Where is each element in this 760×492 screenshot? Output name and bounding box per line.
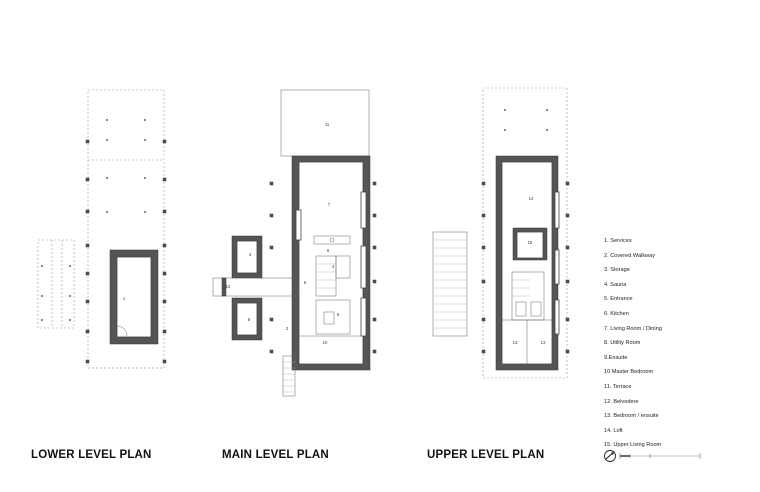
scale-bar bbox=[619, 453, 701, 459]
services-core bbox=[109, 249, 159, 345]
room-number: 4 bbox=[332, 264, 335, 269]
legend-item: 6. Kitchen bbox=[604, 310, 629, 317]
main-level-plan-title: MAIN LEVEL PLAN bbox=[222, 449, 329, 461]
legend-item: 11. Terrace bbox=[604, 383, 632, 390]
north-arrow-icon bbox=[604, 450, 616, 462]
legend-item: 2. Covered Walkway bbox=[604, 252, 656, 259]
main-level-plan: 11 7 6 4 3 5 2 8 9 10 12 bbox=[212, 89, 377, 397]
room-number: 7 bbox=[328, 202, 331, 207]
legend-item: 5. Entrance bbox=[604, 296, 633, 303]
room-number: 12 bbox=[226, 284, 231, 289]
legend-item: 7. Living Room / Dining bbox=[604, 325, 662, 332]
room-number: 9 bbox=[337, 312, 340, 317]
room-number: 10 bbox=[323, 340, 328, 345]
legend-item: 13. Bedroom / ensuite bbox=[604, 413, 659, 420]
room-number: 5 bbox=[304, 280, 307, 285]
room-number: 11 bbox=[325, 122, 330, 127]
upper-column-row bbox=[481, 109, 570, 354]
legend-item: 12. Belvedere bbox=[604, 398, 639, 405]
room-number: 3 bbox=[249, 252, 252, 257]
legend-item: 3. Storage bbox=[604, 267, 630, 274]
room-number: 2 bbox=[286, 326, 289, 331]
entry-stair bbox=[282, 355, 296, 397]
lower-level-plan: 1 bbox=[37, 89, 167, 369]
legend-item: 10 Master Bedroom bbox=[604, 369, 654, 376]
room-number: 1 bbox=[123, 296, 126, 301]
room-number: 8 bbox=[248, 317, 251, 322]
room-legend: 1. Services 2. Covered Walkway 3. Storage 4… bbox=[604, 236, 662, 455]
room-number: 13 bbox=[541, 340, 546, 345]
legend-item: 1. Services bbox=[604, 238, 632, 244]
lower-column-row bbox=[41, 119, 167, 364]
legend-item: 14. Loft bbox=[604, 427, 623, 434]
upper-level-plan-title: UPPER LEVEL PLAN bbox=[427, 449, 545, 461]
upper-level-plan: 14 15 13 13 bbox=[432, 87, 570, 379]
room-number: 6 bbox=[327, 248, 330, 253]
belvedere-panel bbox=[432, 231, 468, 337]
legend-item: 9.Ensuite bbox=[604, 354, 628, 361]
lower-level-plan-title: LOWER LEVEL PLAN bbox=[31, 449, 152, 461]
main-column-row bbox=[269, 181, 377, 354]
room-number: 15 bbox=[528, 240, 533, 245]
room-number: 13 bbox=[513, 340, 518, 345]
legend-item: 8. Utility Room bbox=[604, 340, 641, 347]
legend-item: 15. Upper Living Room bbox=[604, 442, 662, 449]
room-number: 14 bbox=[529, 196, 534, 201]
legend-item: 4. Sauna bbox=[604, 281, 627, 288]
